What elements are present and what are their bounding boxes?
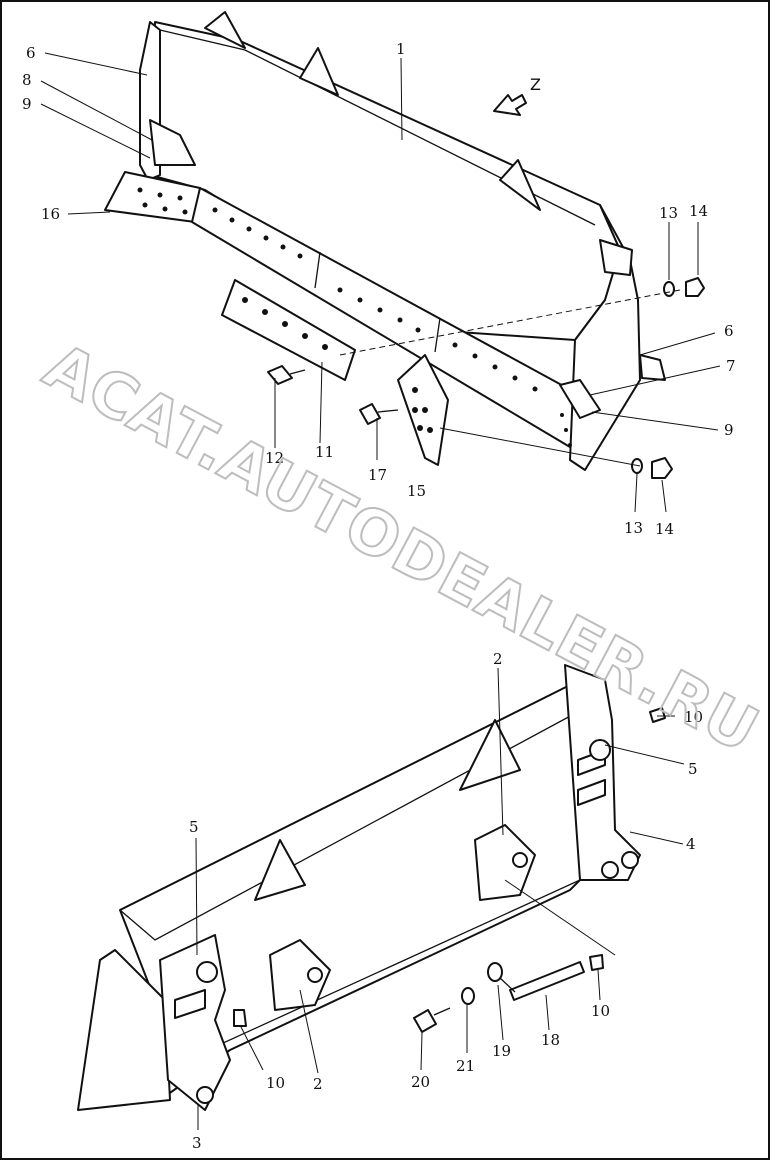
washer-13 (663, 281, 675, 297)
pin-18 (509, 961, 585, 1001)
callout-7: 7 (726, 357, 736, 375)
bracket-slot (577, 779, 606, 806)
callout-8: 8 (22, 71, 32, 89)
push-frame-assembly (77, 664, 666, 1111)
bolt-12 (267, 365, 293, 385)
callout-10: 10 (684, 708, 703, 726)
callout-13: 13 (659, 204, 678, 222)
nut-14 (685, 277, 705, 297)
bracket-eye (196, 961, 218, 983)
washer-13 (631, 458, 643, 474)
callout-18: 18 (541, 1031, 560, 1049)
callout-9: 9 (22, 95, 32, 113)
bolt-17 (359, 403, 381, 425)
leader-lines (40, 52, 721, 1130)
callout-1: 1 (396, 40, 406, 58)
blade-assembly: Z (104, 11, 705, 479)
callout-9: 9 (724, 421, 734, 439)
blade-rib (499, 159, 541, 211)
callout-6: 6 (724, 322, 734, 340)
grease-fitting-10 (649, 707, 666, 723)
trunnion-pin (639, 354, 666, 381)
callout-6: 6 (26, 44, 36, 62)
blade-rib (204, 11, 246, 49)
nut-14 (651, 457, 673, 479)
direction-arrow (493, 94, 527, 116)
callout-19: 19 (492, 1042, 511, 1060)
callout-15: 15 (407, 482, 426, 500)
callout-4: 4 (686, 835, 696, 853)
watermark: ACAT.AUTODEALER.RU (33, 329, 770, 767)
callout-labels: 1 6 8 9 16 13 14 6 7 9 12 11 17 15 13 14… (22, 40, 736, 1152)
corner-brace-right (559, 379, 601, 419)
bracket-eye (621, 851, 639, 869)
grease-fitting-10 (233, 1009, 247, 1027)
callout-13: 13 (624, 519, 643, 537)
grease-fitting-10 (589, 954, 604, 971)
corner-brace-left (149, 119, 196, 166)
bracket-eye (589, 739, 611, 761)
callout-12: 12 (265, 449, 284, 467)
bolt-20 (413, 1009, 437, 1033)
callout-2: 2 (313, 1075, 323, 1093)
pin-bracket (269, 939, 331, 1011)
callout-3: 3 (192, 1134, 202, 1152)
callout-5: 5 (688, 760, 698, 778)
callout-14: 14 (655, 520, 674, 538)
callout-11: 11 (315, 443, 334, 461)
bracket-slot (174, 989, 206, 1019)
callout-10: 10 (591, 1002, 610, 1020)
bracket-eye (196, 1086, 214, 1104)
callout-16: 16 (41, 205, 60, 223)
bracket-eye (601, 861, 619, 879)
callout-14: 14 (689, 202, 708, 220)
direction-arrow-label: Z (530, 75, 541, 94)
frame-rib (459, 719, 521, 791)
linchpin-19 (487, 962, 503, 982)
callout-21: 21 (456, 1057, 475, 1075)
callout-5: 5 (189, 818, 199, 836)
frame-rib (254, 839, 306, 901)
pin-bracket-hole (512, 852, 528, 868)
end-bracket-right (564, 664, 641, 881)
cutting-edge-plate (221, 279, 356, 381)
side-bracket-right (599, 239, 633, 276)
callout-10: 10 (266, 1074, 285, 1092)
pin-bracket-hole (307, 967, 323, 983)
callout-17: 17 (368, 466, 387, 484)
callout-2: 2 (493, 650, 503, 668)
blade-rib (299, 47, 339, 96)
washer-21 (461, 987, 475, 1005)
pin-bracket (474, 824, 536, 901)
callout-20: 20 (411, 1073, 430, 1091)
